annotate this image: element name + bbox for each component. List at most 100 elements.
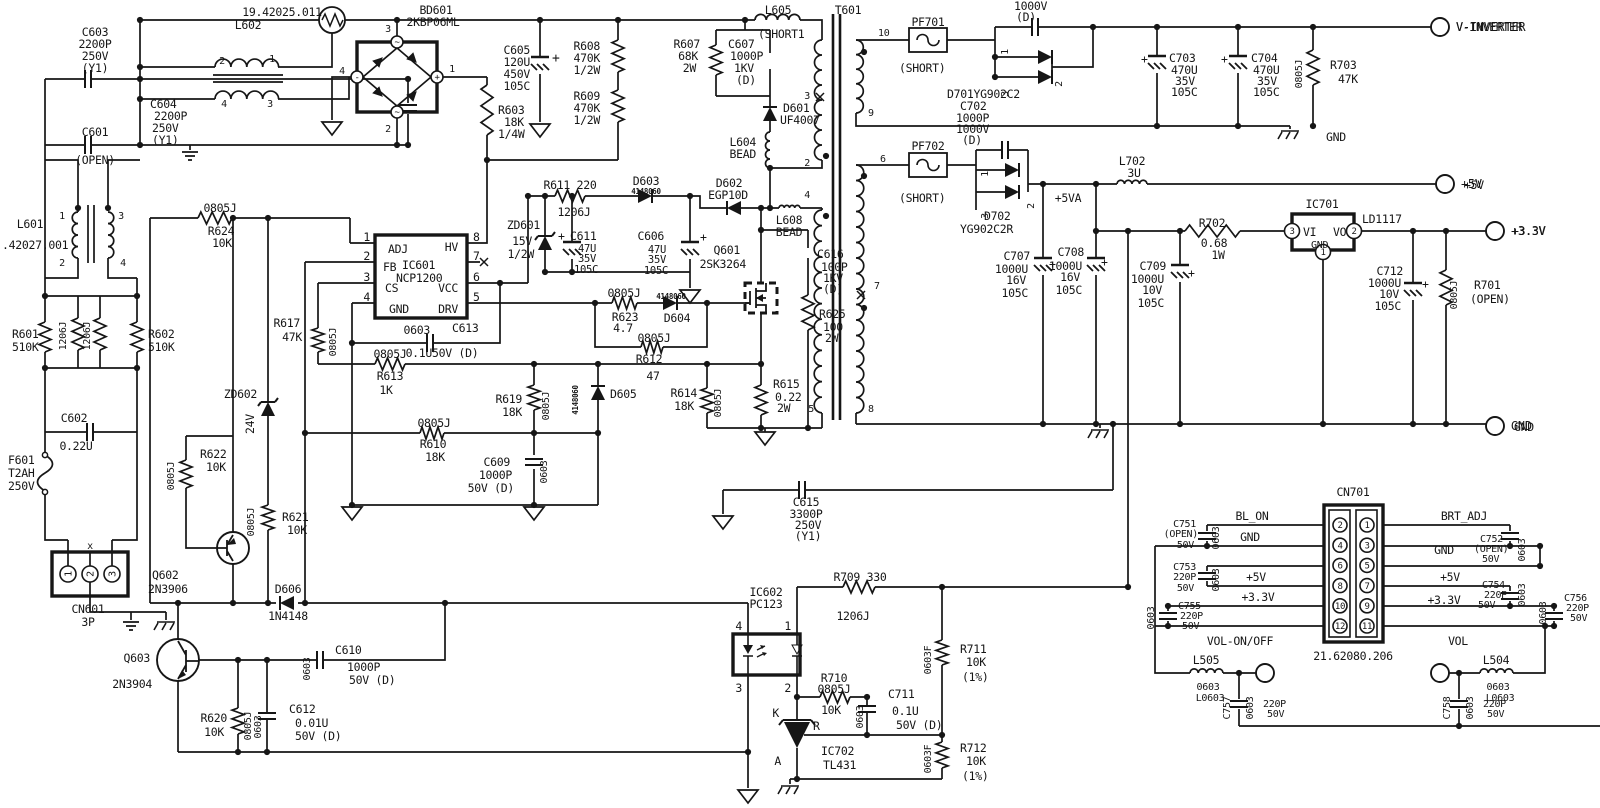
schematic-label: L602	[235, 18, 262, 32]
junction-dot	[1455, 669, 1463, 677]
fuse-end	[41, 451, 49, 459]
schematic-label: C612	[289, 702, 316, 716]
ic601-body	[373, 233, 469, 320]
wires-mosfet	[706, 208, 1114, 514]
schematic-label: 0805J	[1294, 60, 1305, 89]
pin-number: 3	[1289, 227, 1294, 237]
schematic-label: D601	[783, 101, 810, 115]
schematic-label: 47K	[1338, 72, 1358, 86]
mosfet-arrow-icon	[756, 294, 763, 302]
led-icon	[743, 645, 753, 654]
schematic-label: +	[1049, 257, 1056, 271]
schematic-label: (Y1)	[152, 133, 179, 147]
junction-dot	[938, 583, 946, 591]
schematic-label: GND	[389, 302, 409, 316]
junction-dot	[568, 192, 576, 200]
pin-circle	[1332, 618, 1348, 634]
junction-dot	[793, 693, 801, 701]
schematic-label: 10K	[966, 754, 986, 768]
schematic-label: 10K	[212, 236, 232, 250]
schematic-label: 47U	[648, 244, 666, 256]
schematic-label: BEAD	[776, 225, 803, 239]
schematic-label: C756	[1564, 593, 1587, 604]
junction-dot	[863, 731, 871, 739]
schematic-label: 3	[735, 681, 742, 695]
schematic-label: C616	[817, 247, 844, 261]
schematic-label: IC702	[821, 744, 854, 758]
schematic-label: 18K	[504, 115, 524, 129]
schematic-label: 21.62080.206	[1313, 649, 1393, 663]
schematic-label: T601	[835, 3, 862, 17]
symbol	[258, 712, 276, 720]
symbol	[858, 705, 876, 713]
schematic-label: 0805J	[328, 328, 339, 357]
schematic-label: 100P	[821, 260, 848, 274]
schematic-label: (D)	[962, 133, 982, 147]
npn-arrow-icon	[178, 670, 186, 679]
schematic-label: R607	[674, 37, 701, 51]
schematic-label: 470K	[574, 101, 601, 115]
schematic-label: 6	[473, 270, 480, 284]
junction-dot	[991, 73, 999, 81]
junction-dot	[860, 48, 868, 56]
schematic-label: 220P	[1263, 699, 1286, 710]
junction-dot	[524, 192, 532, 200]
junction-dot	[104, 204, 112, 212]
schematic-label: C605	[504, 43, 531, 57]
terminal-label: GND	[1511, 419, 1532, 433]
tl431-icon	[784, 722, 810, 748]
fuse-end	[41, 488, 49, 496]
schematic-label: 50V (D)	[349, 673, 395, 687]
pin-circle	[103, 565, 121, 583]
diode-icon	[1038, 70, 1052, 84]
junction-dot	[804, 424, 812, 432]
terminal-GND	[1485, 416, 1505, 436]
symbol	[778, 204, 801, 209]
schematic-label: 1000P	[730, 49, 763, 63]
cn701-col-left	[1328, 509, 1351, 638]
junction-dot	[591, 299, 599, 307]
schematic-label: CS	[385, 281, 399, 295]
schematic-label: 105C	[1056, 283, 1083, 297]
schematic-label: 10K	[821, 703, 841, 717]
schematic-label: L0603	[1196, 693, 1225, 704]
wires-feedback	[150, 231, 1129, 788]
schematic-label: (OPEN)	[1470, 292, 1510, 306]
schematic-label: 0603F	[923, 645, 934, 674]
schematic-label: 0603	[1197, 682, 1220, 693]
junction-dot	[1536, 562, 1544, 570]
schematic-label: 10K	[206, 460, 226, 474]
terminal-+3.3V	[1485, 221, 1505, 241]
schematic-label: 10	[878, 28, 890, 39]
schematic-label: 0805J	[817, 682, 850, 696]
q603-body	[156, 638, 200, 682]
schematic-label: (OPEN)	[75, 153, 115, 167]
schematic-label: BL_ON	[1235, 509, 1268, 523]
schematic-label: 4148060	[571, 384, 580, 414]
schematic-label: 3	[804, 91, 810, 102]
junction-dot	[348, 339, 356, 347]
junction-dot	[263, 748, 271, 756]
schematic-label: 1KV	[734, 61, 754, 75]
schematic-label: C613	[452, 321, 479, 335]
schematic-label: 35V	[648, 254, 667, 266]
schematic-label: 1W	[1211, 248, 1225, 262]
schematic-label: (D)	[1016, 10, 1036, 24]
junction-dot	[766, 164, 774, 172]
schematic-label: 2	[1026, 203, 1037, 209]
schematic-label: 3U	[1127, 166, 1141, 180]
schematic-label: 50V	[1487, 709, 1504, 720]
schematic-label: 4	[804, 190, 810, 201]
schematic-label: BEAD	[730, 147, 757, 161]
junction-dot	[1409, 420, 1417, 428]
schematic-label: C758	[1442, 696, 1453, 719]
schematic-label: IC602	[749, 585, 782, 599]
schematic-label: 35V	[578, 253, 597, 265]
schematic-label: (Y1)	[82, 61, 109, 75]
schematic-label: 2	[363, 249, 370, 263]
pin-number: 4	[1337, 541, 1342, 551]
schematic-label: 0603	[1487, 682, 1510, 693]
pin-number: 1	[64, 571, 75, 577]
schematic-label: 0.1U50V (D)	[406, 346, 479, 360]
